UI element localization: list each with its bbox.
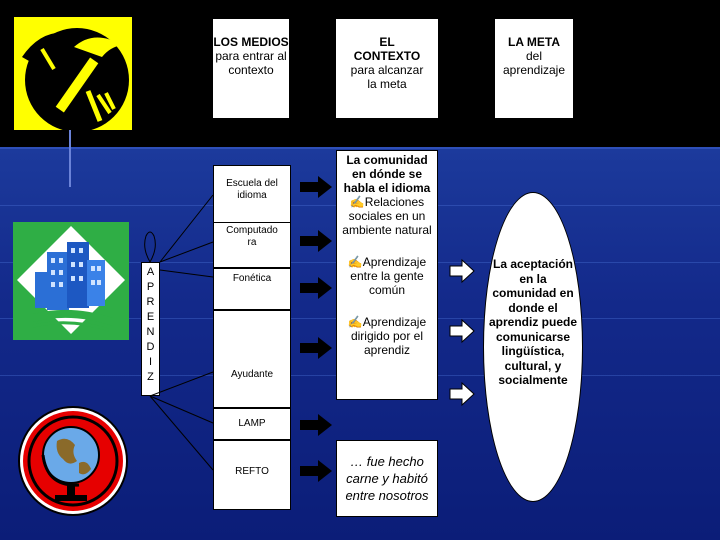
- goal-ellipse: [483, 192, 583, 502]
- city-buildings-icon: [13, 222, 129, 340]
- means-item: Computado ra: [213, 222, 291, 268]
- context-quote-box: … fue hecho carne y habitó entre nosotro…: [336, 440, 438, 517]
- divider-line: [0, 147, 720, 149]
- aprendiz-letter: N: [146, 326, 155, 338]
- white-arrow-icon: [449, 381, 475, 407]
- header-means: LOS MEDIOS para entrar al contexto: [212, 18, 290, 119]
- aprendiz-letter: E: [146, 311, 155, 323]
- means-item: Fonética: [213, 268, 291, 310]
- means-label: Fonética: [232, 273, 272, 284]
- white-arrow-icon: [449, 318, 475, 344]
- header-context-subtitle: para alcanzar la meta: [350, 63, 424, 91]
- arrow-icon: [300, 460, 332, 482]
- aprendiz-letter: P: [146, 281, 155, 293]
- means-label: Computado ra: [226, 225, 278, 248]
- arrow-icon: [300, 176, 332, 198]
- means-item: LAMP: [213, 408, 291, 440]
- context-item-3: ✍Aprendizaje dirigido por el aprendiz: [347, 315, 427, 357]
- goal-text: La aceptación en la comunidad en donde e…: [488, 257, 577, 387]
- means-label: Escuela del idioma: [226, 178, 278, 201]
- context-quote: … fue hecho carne y habitó entre nosotro…: [345, 454, 429, 503]
- aprendiz-letter: A: [146, 266, 155, 278]
- decor-vertical-line: [69, 127, 71, 187]
- header-goal: LA META del aprendizaje: [494, 18, 574, 119]
- arrow-icon: [300, 230, 332, 252]
- means-label: LAMP: [238, 418, 266, 429]
- header-goal-title: LA META: [508, 35, 560, 49]
- globe-icon: [17, 405, 129, 517]
- aprendiz-letter: I: [148, 356, 153, 368]
- header-context: EL CONTEXTO para alcanzar la meta: [335, 18, 439, 119]
- means-label: Ayudante: [230, 369, 274, 380]
- context-item-2: ✍Aprendizaje entre la gente común: [347, 255, 427, 297]
- header-goal-subtitle: del aprendizaje: [502, 49, 566, 77]
- arrow-icon: [300, 414, 332, 436]
- context-intro: La comunidad en dónde se habla el idioma: [343, 153, 431, 195]
- white-arrow-icon: [449, 258, 475, 284]
- context-item-1: ✍Relaciones sociales en un ambiente natu…: [342, 195, 432, 237]
- means-label: REFTO: [235, 466, 269, 477]
- arrow-icon: [300, 337, 332, 359]
- means-item: REFTO: [213, 440, 291, 510]
- aprendiz-box: A P R E N D I Z: [141, 262, 160, 396]
- means-item: Escuela del idioma: [213, 165, 291, 223]
- header-means-subtitle: para entrar al contexto: [215, 49, 287, 77]
- context-panel: La comunidad en dónde se habla el idioma…: [336, 150, 438, 400]
- aprendiz-letter: D: [146, 341, 155, 353]
- header-context-title: EL CONTEXTO: [353, 35, 421, 63]
- arrow-icon: [300, 277, 332, 299]
- means-item: Ayudante: [213, 310, 291, 408]
- aprendiz-letter: Z: [147, 371, 154, 383]
- tools-icon: [14, 17, 132, 132]
- header-means-title: LOS MEDIOS: [213, 35, 289, 49]
- aprendiz-letter: R: [146, 296, 155, 308]
